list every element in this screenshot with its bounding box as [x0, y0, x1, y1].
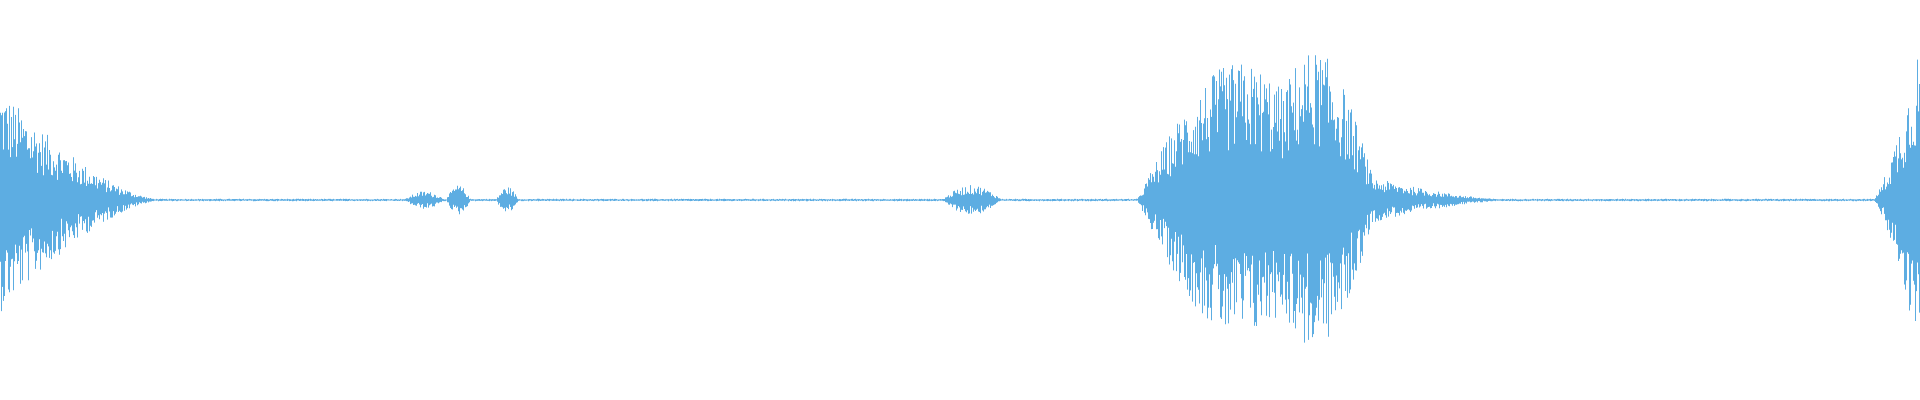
waveform-samples [0, 55, 1920, 343]
waveform-trace [0, 55, 1920, 343]
